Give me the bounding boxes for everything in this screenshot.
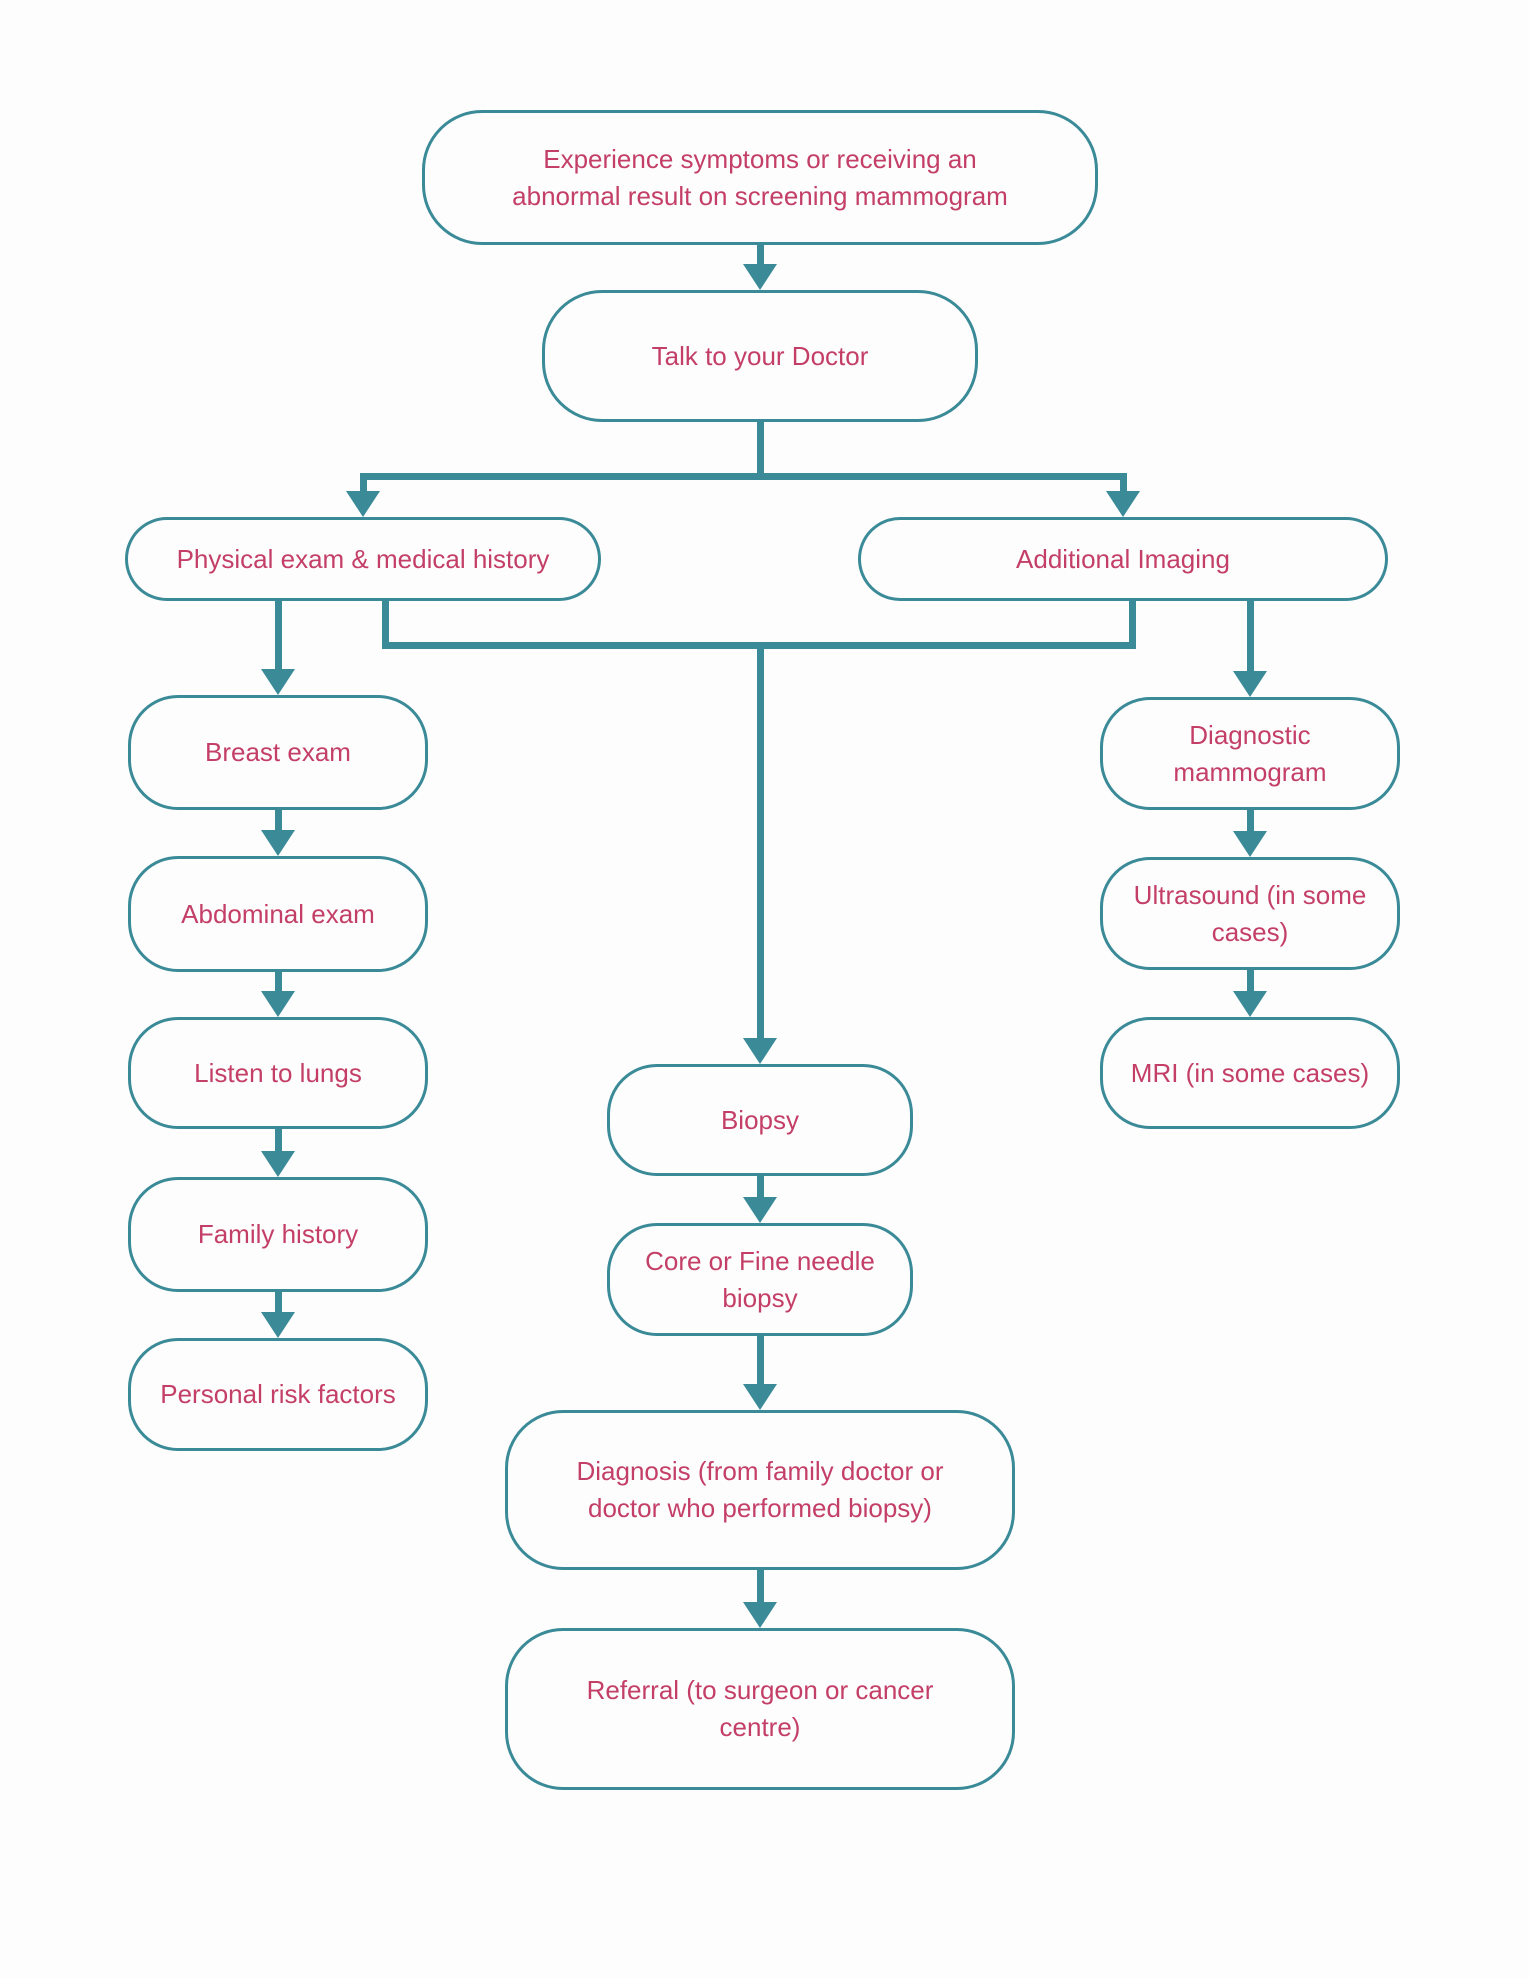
node-label: Referral (to surgeon or cancer centre): [586, 1675, 934, 1742]
arrow-down-icon: [261, 669, 295, 695]
connector-center-drop-to-biopsy: [756, 649, 764, 1040]
connector-branch-to-imaging: [1119, 473, 1127, 493]
node-label: Diagnosis (from family doctor or doctor …: [576, 1456, 944, 1523]
arrow-down-icon: [743, 1602, 777, 1628]
connector-branch-to-physical: [359, 473, 367, 493]
node-label: Biopsy: [720, 1104, 800, 1135]
node-label: Listen to lungs: [194, 1057, 362, 1088]
node-label: Family history: [197, 1219, 359, 1250]
flow-node-referral: Referral (to surgeon or cancer centre): [505, 1628, 1015, 1790]
flow-node-additional-imaging: Additional Imaging: [858, 517, 1388, 601]
connector-biopsy-to-core: [756, 1176, 764, 1199]
arrow-down-icon: [743, 1384, 777, 1410]
node-label: MRI (in some cases): [1130, 1057, 1370, 1088]
flow-node-talk-to-doctor: Talk to your Doctor: [542, 290, 978, 422]
flow-node-abdominal-exam: Abdominal exam: [128, 856, 428, 972]
connector-mammogram-to-ultrasound: [1246, 810, 1254, 833]
node-label: Personal risk factors: [160, 1379, 396, 1410]
node-label: Talk to your Doctor: [651, 340, 869, 371]
flow-node-core-fine-needle-biopsy: Core or Fine needle biopsy: [607, 1223, 913, 1336]
flow-node-breast-exam: Breast exam: [128, 695, 428, 810]
flow-node-diagnostic-mammogram: Diagnostic mammogram: [1100, 697, 1400, 810]
connector-ultrasound-to-mri: [1246, 970, 1254, 993]
flow-node-biopsy: Biopsy: [607, 1064, 913, 1176]
arrow-down-icon: [261, 1151, 295, 1177]
node-label: Additional Imaging: [1016, 543, 1230, 574]
arrow-down-icon: [1233, 831, 1267, 857]
connector-imaging-inner-stub: [1128, 600, 1136, 649]
node-label: Experience symptoms or receiving an abno…: [512, 143, 1008, 211]
arrow-down-icon: [743, 1197, 777, 1223]
arrow-down-icon: [1233, 671, 1267, 697]
connector-abdominal-to-lungs: [274, 972, 282, 993]
connector-family-to-personal: [274, 1292, 282, 1314]
flow-node-start: Experience symptoms or receiving an abno…: [422, 110, 1098, 245]
node-label: Abdominal exam: [181, 898, 375, 929]
arrow-down-icon: [743, 264, 777, 290]
node-label: Core or Fine needle biopsy: [645, 1245, 875, 1313]
connector-lungs-to-family: [274, 1129, 282, 1153]
arrow-down-icon: [1233, 991, 1267, 1017]
connector-breast-to-abdominal: [274, 810, 282, 832]
arrow-down-icon: [261, 991, 295, 1017]
flow-node-family-history: Family history: [128, 1177, 428, 1292]
connector-physical-to-breast: [274, 600, 282, 671]
arrow-down-icon: [1106, 491, 1140, 517]
connector-physical-inner-stub: [381, 600, 389, 649]
connector-core-to-diagnosis: [756, 1336, 764, 1386]
connector-imaging-to-mammogram: [1246, 600, 1254, 673]
flow-node-diagnosis: Diagnosis (from family doctor or doctor …: [505, 1410, 1015, 1570]
connector-talk-stub: [756, 422, 764, 480]
connector-convergence-bar: [381, 642, 1136, 649]
connector-diagnosis-to-referral: [756, 1570, 764, 1604]
flow-node-physical-exam: Physical exam & medical history: [125, 517, 601, 601]
connector-start-to-talk: [756, 245, 764, 267]
flow-node-mri: MRI (in some cases): [1100, 1017, 1400, 1129]
arrow-down-icon: [346, 491, 380, 517]
node-label: Breast exam: [205, 737, 351, 768]
arrow-down-icon: [743, 1038, 777, 1064]
node-label: Physical exam & medical history: [176, 543, 550, 574]
arrow-down-icon: [261, 830, 295, 856]
node-label: Diagnostic mammogram: [1173, 719, 1327, 787]
flow-node-personal-risk-factors: Personal risk factors: [128, 1338, 428, 1451]
flow-node-listen-to-lungs: Listen to lungs: [128, 1017, 428, 1129]
arrow-down-icon: [261, 1312, 295, 1338]
flow-node-ultrasound: Ultrasound (in some cases): [1100, 857, 1400, 970]
connector-branch-bar: [359, 473, 1127, 480]
node-label: Ultrasound (in some cases): [1133, 879, 1367, 947]
